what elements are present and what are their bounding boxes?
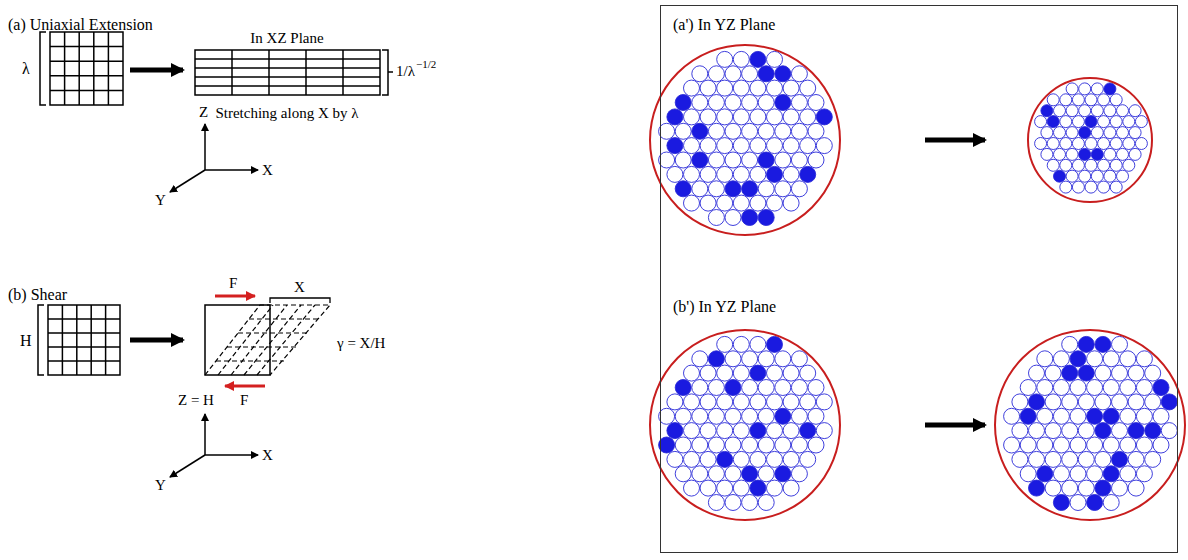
dimension-label: λ [22,60,30,78]
particle-packing [1004,336,1178,510]
panel-heading: (b') In YZ Plane [673,298,776,316]
axis-label: Y [155,192,166,209]
axis-label: X [262,162,273,179]
dimension-label: 1/λ [396,63,415,80]
grid [48,305,120,375]
particle-packing [659,51,833,225]
exponent-label: −1/2 [416,58,436,70]
panel-title: (a) Uniaxial Extension [8,16,153,34]
grid [195,50,380,95]
axis-label: Y [155,477,166,494]
panel-title: (b) Shear [8,286,67,304]
caption-label: Stretching along X by λ [215,105,358,122]
axis-label: Z [199,104,208,121]
strain-label: γ = X/H [337,335,385,352]
grid [50,32,123,105]
panel-heading: (a') In YZ Plane [673,16,775,34]
axis-label: Z = H [178,392,214,409]
particle-packing [1035,83,1148,193]
plane-label: In XZ Plane [250,30,323,47]
axis-label: X [262,447,273,464]
particle-packing [659,336,833,510]
dimension-label: X [294,279,305,296]
force-label: F [240,392,248,409]
force-label: F [229,275,237,292]
panel-frame: (a') In YZ Plane (b') In YZ Plane [660,5,1178,553]
dimension-label: H [20,332,32,350]
